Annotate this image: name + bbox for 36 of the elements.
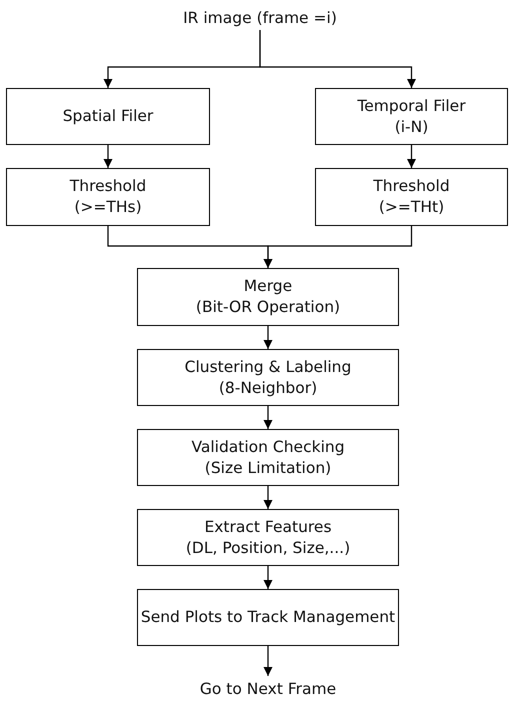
- arrow: [104, 145, 112, 168]
- process-box: [137, 268, 399, 326]
- process-box: [315, 88, 508, 145]
- process-box: [137, 349, 399, 406]
- box-text: (i-N): [394, 116, 428, 138]
- arrow: [264, 566, 272, 589]
- box-text: (>=THt): [378, 197, 444, 218]
- box-text: (Size Limitation): [204, 458, 332, 478]
- flow-label: Go to Next Frame: [200, 678, 336, 700]
- process-box: [315, 168, 508, 226]
- arrow: [264, 646, 272, 676]
- arrow: [264, 226, 412, 268]
- box-text: Extract Features: [204, 516, 332, 538]
- box-text: Clustering & Labeling: [184, 356, 352, 378]
- box-text: Spatial Filer: [62, 106, 154, 127]
- process-box: [6, 168, 210, 226]
- box-text: Send Plots to Track Management: [140, 607, 396, 628]
- flow-label: IR image (frame =i): [183, 8, 337, 28]
- box-text: (8-Neighbor): [218, 378, 318, 398]
- process-box: [137, 589, 399, 646]
- box-text: Validation Checking: [191, 436, 345, 458]
- arrow: [264, 406, 272, 429]
- box-text: Threshold: [70, 176, 146, 197]
- box-text: (Bit-OR Operation): [196, 297, 340, 318]
- arrow: [264, 326, 272, 349]
- process-box: [6, 88, 210, 145]
- box-text: Merge: [244, 276, 292, 297]
- arrow: [259, 30, 416, 88]
- process-box: [137, 429, 399, 486]
- box-text: (DL, Position, Size,...): [186, 538, 350, 558]
- box-text: Temporal Filer: [357, 96, 466, 116]
- arrow: [407, 145, 416, 168]
- box-text: Threshold: [373, 176, 450, 197]
- box-text: (>=THs): [74, 197, 142, 218]
- process-box: [137, 509, 399, 566]
- arrow: [264, 486, 272, 509]
